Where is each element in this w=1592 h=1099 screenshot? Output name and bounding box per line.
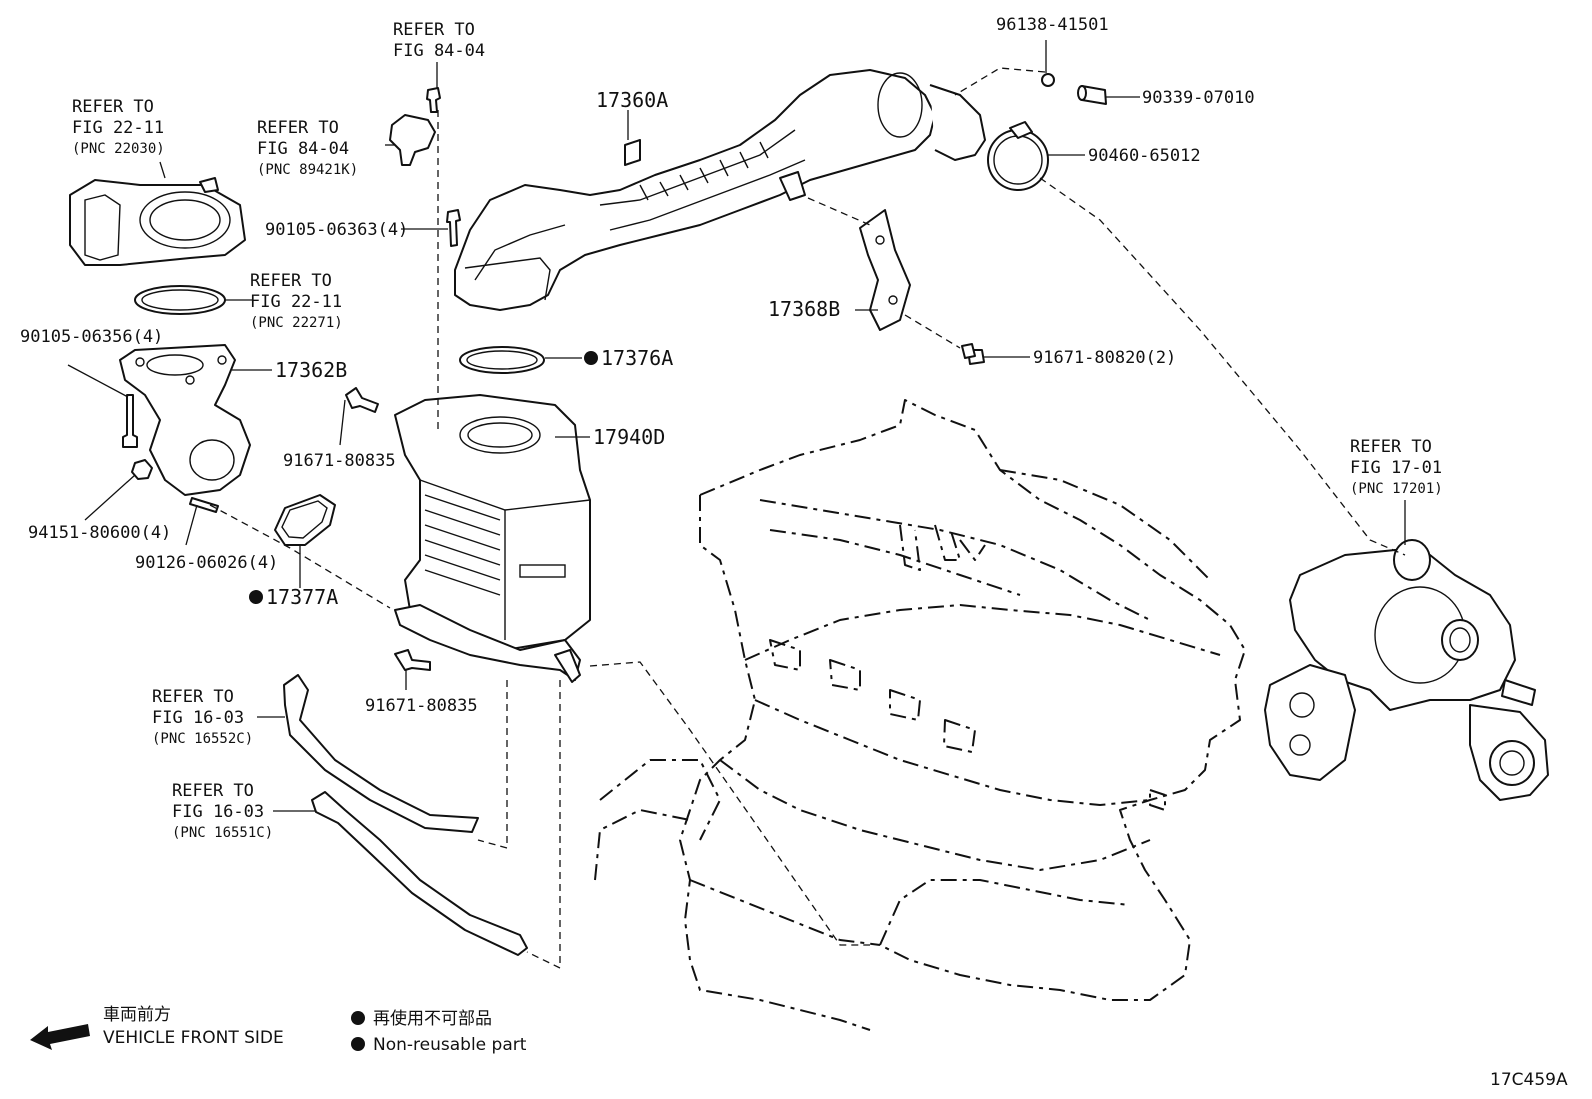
part-number-90105-06363: 90105-06363(4)	[265, 220, 408, 240]
adapter-17362B	[119, 344, 251, 496]
part-number-90105-06356: 90105-06356(4)	[20, 327, 163, 347]
bolt-91671-80835-top	[345, 387, 379, 413]
callout-line: FIG 22-11	[250, 292, 342, 312]
bolt-91671-80820	[961, 343, 985, 365]
throttle-body	[69, 177, 246, 266]
clip-96138	[1041, 73, 1055, 87]
callout-line: (PNC 22271)	[250, 315, 343, 331]
bracket-hole	[888, 295, 898, 305]
legend-bullet-icon	[351, 1011, 365, 1025]
callout-line: (PNC 22030)	[72, 141, 165, 157]
callout-refer-fig-84-04-pnc-89421K: REFER TO FIG 84-04 (PNC 89421K)	[257, 118, 358, 178]
legend-bullet-icon	[351, 1037, 365, 1051]
hose-clamp-90460	[987, 121, 1049, 191]
non-reusable-marker	[249, 590, 263, 604]
assembly-guide-lines	[209, 67, 1406, 970]
hose-90339-end	[1077, 85, 1087, 101]
bolt-91671-80835-bottom	[394, 649, 431, 671]
gasket-22271-inner	[141, 289, 219, 311]
part-number-17368B: 17368B	[768, 297, 840, 321]
figure-id: 17C459A	[1490, 1070, 1568, 1090]
callout-refer-fig-22-11-pnc-22030: REFER TO FIG 22-11 (PNC 22030)	[72, 97, 165, 157]
callout-line: FIG 16-03	[172, 802, 264, 822]
nut-94151	[131, 459, 153, 480]
callout-line: FIG 17-01	[1350, 458, 1442, 478]
callout-line: (PNC 89421K)	[257, 162, 358, 178]
callout-line: FIG 22-11	[72, 118, 164, 138]
callout-line: (PNC 16551C)	[172, 825, 273, 841]
non-reusable-marker	[584, 351, 598, 365]
leader-lines	[67, 40, 1406, 812]
part-number-90460-65012: 90460-65012	[1088, 146, 1201, 166]
callout-line: REFER TO	[72, 97, 154, 117]
part-number-96138-41501: 96138-41501	[996, 15, 1109, 35]
turbocharger	[1264, 539, 1549, 801]
part-number-17360A: 17360A	[596, 88, 668, 112]
gasket-17377A	[274, 494, 336, 546]
engine-block-outline	[594, 399, 1246, 1031]
hose-16552C	[283, 674, 479, 833]
bracket-hole	[875, 235, 885, 245]
part-number-91671-80835-bottom: 91671-80835	[365, 696, 478, 716]
part-number-90339-07010: 90339-07010	[1142, 88, 1255, 108]
part-number-91671-80820: 91671-80820(2)	[1033, 348, 1176, 368]
callout-line: REFER TO	[250, 271, 332, 291]
non-reusable-en: Non-reusable part	[373, 1035, 527, 1055]
gasket-17376A-inner	[466, 350, 538, 370]
callout-line: FIG 84-04	[257, 139, 349, 159]
gasket-17377A-inner	[281, 500, 328, 539]
vehicle-front-side-en: VEHICLE FRONT SIDE	[103, 1028, 284, 1048]
callout-line: FIG 84-04	[393, 41, 485, 61]
part-number-17362B: 17362B	[275, 358, 347, 382]
bracket-17368B	[859, 209, 911, 331]
part-number-17940D: 17940D	[593, 425, 665, 449]
callout-line: REFER TO	[172, 781, 254, 801]
callout-line: REFER TO	[257, 118, 339, 138]
callout-refer-fig-16-03-pnc-16552C: REFER TO FIG 16-03 (PNC 16552C)	[152, 687, 253, 747]
non-reusable-jp: 再使用不可部品	[373, 1008, 492, 1029]
callout-line: (PNC 17201)	[1350, 481, 1443, 497]
callout-refer-fig-17-01: REFER TO FIG 17-01 (PNC 17201)	[1350, 437, 1443, 497]
part-number-90126-06026: 90126-06026(4)	[135, 553, 278, 573]
part-number-17376A: 17376A	[601, 346, 673, 370]
sensor-89421K	[389, 87, 441, 166]
part-number-17377A: 17377A	[266, 585, 338, 609]
legend: 車両前方 VEHICLE FRONT SIDE 再使用不可部品 Non-reus…	[30, 1005, 527, 1055]
callout-line: (PNC 16552C)	[152, 731, 253, 747]
callout-line: REFER TO	[1350, 437, 1432, 457]
air-intake-pipe-17360A	[454, 69, 986, 311]
intercooler-17940D	[394, 394, 591, 683]
stud-90126	[189, 497, 219, 513]
callout-line: FIG 16-03	[152, 708, 244, 728]
callout-refer-fig-84-04-top: REFER TO FIG 84-04	[393, 20, 485, 61]
part-number-94151-80600: 94151-80600(4)	[28, 523, 171, 543]
callout-line: REFER TO	[393, 20, 475, 40]
bolt-90105-06363	[446, 209, 461, 247]
hose-16551C	[311, 791, 528, 956]
front-arrow-icon	[30, 1024, 90, 1050]
callout-refer-fig-16-03-pnc-16551C: REFER TO FIG 16-03 (PNC 16551C)	[172, 781, 273, 841]
callout-line: REFER TO	[152, 687, 234, 707]
part-number-91671-80835-top: 91671-80835	[283, 451, 396, 471]
callout-refer-fig-22-11-pnc-22271: REFER TO FIG 22-11 (PNC 22271)	[250, 271, 343, 331]
vehicle-front-side-jp: 車両前方	[103, 1005, 171, 1025]
bolt-90105-06356	[122, 394, 138, 448]
